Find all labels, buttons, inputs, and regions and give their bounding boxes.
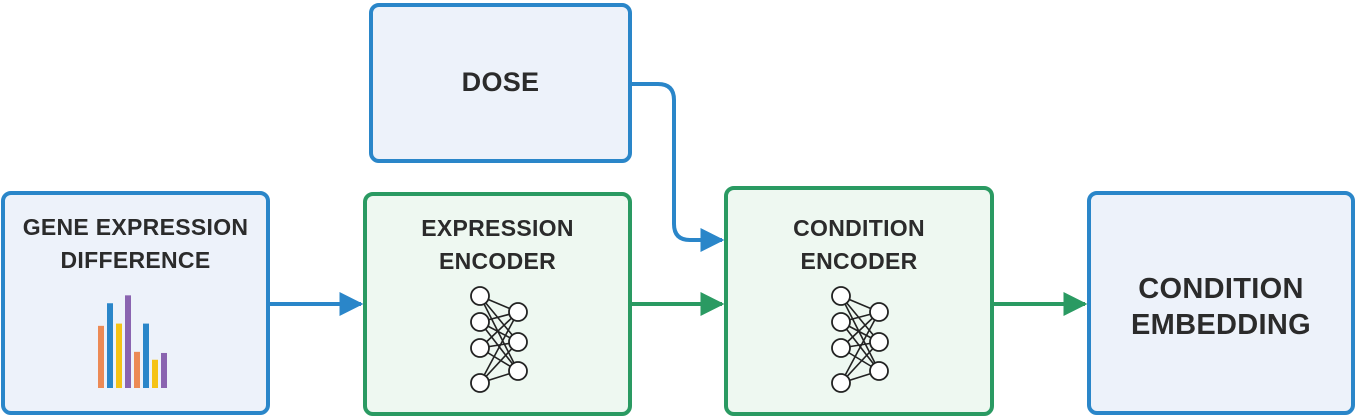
neural-network-node xyxy=(831,312,851,332)
condition-encoder-node: CONDITION ENCODER xyxy=(724,186,994,416)
neural-network-node xyxy=(869,302,889,322)
neural-network-edge xyxy=(479,311,519,384)
condition-encoder-label: CONDITION ENCODER xyxy=(728,212,990,278)
expression-encoder-label-line1: EXPRESSION xyxy=(421,215,574,241)
gene-expression-label-line2: DIFFERENCE xyxy=(60,247,211,273)
neural-network-icon xyxy=(470,286,528,393)
neural-network-node xyxy=(470,312,490,332)
neural-network-edge xyxy=(840,295,880,372)
bar-chart-bar xyxy=(161,352,167,388)
gene-expression-difference-label: GENE EXPRESSION DIFFERENCE xyxy=(5,211,266,277)
bar-chart-bar xyxy=(107,303,113,388)
dose-node: DOSE xyxy=(369,3,632,163)
condition-encoder-label-line2: ENCODER xyxy=(800,248,918,274)
bar-chart-bar xyxy=(134,351,140,388)
neural-network-node xyxy=(508,332,528,352)
expression-encoder-node: EXPRESSION ENCODER xyxy=(363,192,632,416)
neural-network-node xyxy=(831,338,851,358)
condition-encoder-label-line1: CONDITION xyxy=(793,215,925,241)
neural-network-node xyxy=(869,361,889,381)
bar-chart-bar xyxy=(152,359,158,388)
bar-chart-icon xyxy=(98,295,167,388)
neural-network-node xyxy=(831,373,851,393)
neural-network-edge xyxy=(840,311,880,384)
dose-label: DOSE xyxy=(461,67,540,97)
neural-network-node xyxy=(470,338,490,358)
condition-embedding-node: CONDITION EMBEDDING xyxy=(1087,191,1355,415)
neural-network-edge xyxy=(479,295,519,343)
bar-chart-bar xyxy=(125,295,131,388)
gene-expression-difference-node: GENE EXPRESSION DIFFERENCE xyxy=(1,191,270,415)
neural-network-node xyxy=(508,361,528,381)
condition-embedding-label-line2: EMBEDDING xyxy=(1131,309,1311,341)
expression-encoder-label-line2: ENCODER xyxy=(438,248,557,274)
neural-network-node xyxy=(869,332,889,352)
neural-network-icon xyxy=(831,286,889,393)
neural-network-node xyxy=(470,286,490,306)
neural-network-node xyxy=(831,286,851,306)
bar-chart-bar xyxy=(143,323,149,388)
condition-embedding-label: CONDITION EMBEDDING xyxy=(1091,271,1351,343)
neural-network-node xyxy=(508,302,528,322)
bar-chart-bar xyxy=(98,325,104,388)
neural-network-edge xyxy=(840,295,880,343)
neural-network-node xyxy=(470,373,490,393)
bar-chart-bar xyxy=(116,323,122,388)
neural-network-edge xyxy=(479,295,519,372)
gene-expression-label-line1: GENE EXPRESSION xyxy=(22,214,249,240)
condition-embedding-label-line1: CONDITION xyxy=(1138,273,1304,305)
arrow-dose-to-condition-encoder xyxy=(632,82,725,252)
expression-encoder-label: EXPRESSION ENCODER xyxy=(367,212,628,278)
